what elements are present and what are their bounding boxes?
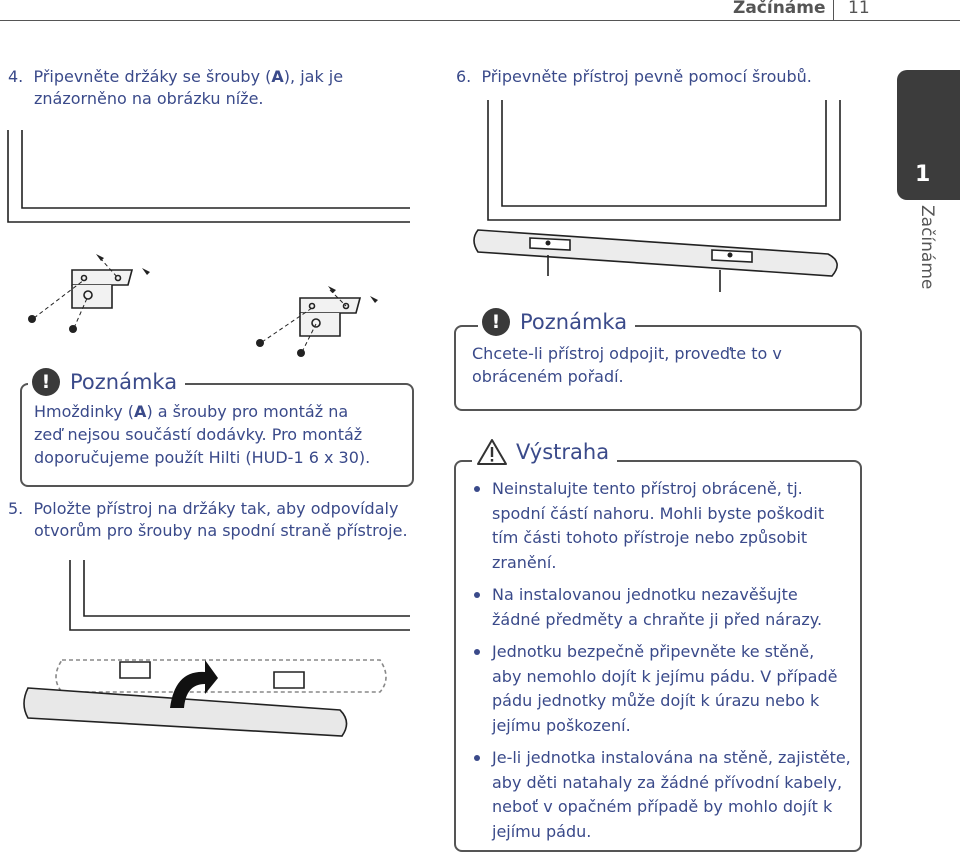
warning-item-3-line1: Jednotku bezpečně připevněte ke stěně, xyxy=(492,642,815,661)
note-body-2: Chcete-li přístroj odpojit, proveďte to … xyxy=(472,342,852,388)
chapter-number: 1 xyxy=(915,162,931,187)
step-6-number: 6. xyxy=(456,67,472,86)
exclamation-icon-2: ! xyxy=(482,308,510,336)
warning-item-4-line1: Je-li jednotka instalována na stěně, zaj… xyxy=(492,748,851,767)
running-header-title: Začínáme xyxy=(733,0,826,18)
step-4-number: 4. xyxy=(8,67,24,86)
chapter-tab xyxy=(897,70,960,200)
step-5-number: 5. xyxy=(8,499,24,518)
step-4-text: Připevněte držáky se šrouby ( xyxy=(33,67,272,86)
warning-item: Jednotku bezpečně připevněte ke stěně, a… xyxy=(472,640,852,738)
warning-item: Na instalovanou jednotku nezavěšujte žád… xyxy=(472,583,852,632)
warning-item-1-line4: zranění. xyxy=(492,552,557,572)
step-4: 4. Připevněte držáky se šrouby (A), jak … xyxy=(8,66,428,110)
step-5-text: Položte přístroj na držáky tak, aby odpo… xyxy=(33,499,399,518)
warning-title-text: Výstraha xyxy=(516,440,610,464)
note-body-1: Hmoždinky (A) a šrouby pro montáž na zeď… xyxy=(34,400,404,469)
warning-triangle-icon xyxy=(477,439,507,465)
warning-item-1-line2: spodní částí nahoru. Mohli byste poškodi… xyxy=(492,503,825,523)
note-title-2-text: Poznámka xyxy=(520,310,628,334)
note-title-1-text: Poznámka xyxy=(70,370,178,394)
warning-item-2-line1: Na instalovanou jednotku nezavěšujte xyxy=(492,585,798,604)
step-4-bold: A xyxy=(271,67,284,86)
warning-title: Výstraha xyxy=(472,438,618,466)
note2-line2: obráceném pořadí. xyxy=(472,367,624,386)
note1-line1a: Hmoždinky ( xyxy=(34,402,135,421)
note-title-1: ! Poznámka xyxy=(28,368,186,396)
step-6: 6. Připevněte přístroj pevně pomocí šrou… xyxy=(456,66,876,88)
warning-list: Neinstalujte tento přístroj obráceně, tj… xyxy=(472,477,852,844)
warning-item-1-line3: tím části tohoto přístroje nebo způsobit xyxy=(492,528,808,547)
warning-body: Neinstalujte tento přístroj obráceně, tj… xyxy=(472,477,852,852)
header-rule xyxy=(0,20,960,21)
step-6-text: Připevněte přístroj pevně pomocí šroubů. xyxy=(481,67,812,86)
attached-unit-illustration xyxy=(473,100,841,292)
warning-item-3-line3: pádu jednotky může dojít k úrazu nebo k xyxy=(492,691,820,710)
note1-line1b: ) a šrouby pro montáž na xyxy=(146,402,349,421)
note1-line3: doporučujeme použít Hilti (HUD-1 6 x 30)… xyxy=(34,448,371,467)
warning-item-1-line1: Neinstalujte tento přístroj obráceně, tj… xyxy=(492,479,803,498)
warning-item-4-line4: jejímu pádu. xyxy=(492,821,592,841)
warning-item-3-line4: jejímu poškození. xyxy=(492,715,631,735)
step-4-text-line2: znázorněno na obrázku níže. xyxy=(34,89,264,108)
note1-line2: zeď nejsou součástí dodávky. Pro montáž xyxy=(34,425,363,444)
warning-item-4-line3: neboť v opačném případě by mohlo dojít k xyxy=(492,797,833,816)
step-4-text-end: ), jak je xyxy=(283,67,344,86)
note-box-1 xyxy=(20,383,414,487)
chapter-label: Začínáme xyxy=(917,205,937,290)
step-5: 5. Položte přístroj na držáky tak, aby o… xyxy=(8,498,428,542)
warning-item: Neinstalujte tento přístroj obráceně, tj… xyxy=(472,477,852,575)
step-5-text-line2: otvorům pro šrouby na spodní straně přís… xyxy=(34,521,408,540)
header-divider xyxy=(833,0,834,20)
warning-box xyxy=(454,460,862,852)
note-box-2 xyxy=(454,325,862,411)
note2-line1: Chcete-li přístroj odpojit, proveďte to … xyxy=(472,344,782,363)
note1-bold: A xyxy=(134,402,147,421)
warning-item-3-line2: aby nemohlo dojít k jejímu pádu. V přípa… xyxy=(492,666,838,686)
note-title-2: ! Poznámka xyxy=(478,308,636,336)
warning-item: Je-li jednotka instalována na stěně, zaj… xyxy=(472,746,852,844)
warning-item-4-line2: aby děti natahaly za žádné přívodní kabe… xyxy=(492,772,843,792)
exclamation-icon: ! xyxy=(32,368,60,396)
bracket-mounting-illustration xyxy=(7,130,410,357)
placement-illustration xyxy=(23,560,410,737)
warning-item-2-line2: žádné předměty a chraňte ji před nárazy. xyxy=(492,609,823,629)
page-number: 11 xyxy=(848,0,870,18)
